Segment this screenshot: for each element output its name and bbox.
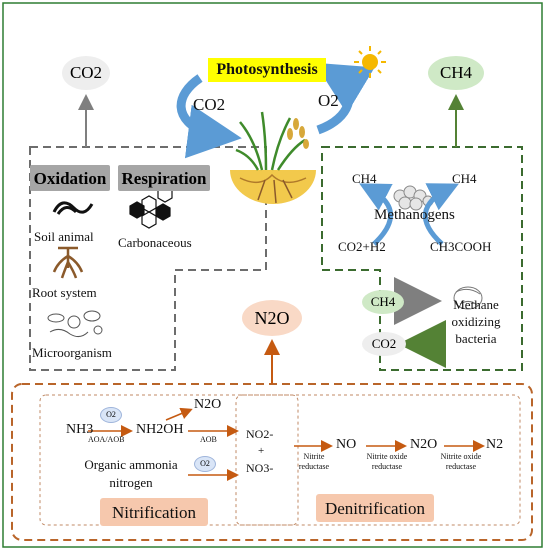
n2-label: N2	[486, 437, 504, 452]
nitrite-reductase-label: Nitrite reductase	[298, 452, 330, 471]
right-dashed-box	[321, 146, 523, 371]
cycle-arrow-right	[314, 62, 375, 135]
no-label: NO	[336, 437, 357, 452]
no2-label: NO2-	[246, 427, 274, 441]
soil-animal-icon	[52, 201, 94, 215]
n2o-small-label: N2O	[194, 397, 222, 412]
nitrification-label: Nitrification	[100, 498, 208, 526]
methane-oxidizing-bacteria-label: Methane oxidizing bacteria	[451, 297, 501, 346]
soil-animal-label: Soil animal	[34, 229, 94, 244]
root-system-label: Root system	[32, 285, 97, 300]
nitrite-oxide-reductase-2-label: Nitrite oxide reductase	[440, 452, 482, 471]
co2-top-chip: CO2	[62, 56, 110, 90]
respiration-title: Respiration	[118, 165, 210, 191]
n2o-den-label: N2O	[410, 437, 438, 452]
ch4-right-label: CH4	[452, 171, 477, 186]
methanogens-arrow-right	[423, 183, 459, 246]
co2-chip: CO2	[362, 332, 406, 356]
cycle-arrow-left	[176, 74, 242, 159]
no3-label: NO3-	[246, 461, 274, 475]
ch4-left-label: CH4	[352, 171, 377, 186]
o2-a-badge: O2	[100, 407, 122, 423]
ch3cooh-label: CH3COOH	[430, 239, 492, 254]
nitrite-oxide-reductase-1-label: Nitrite oxide reductase	[366, 452, 408, 471]
methanogens-label: Methanogens	[374, 207, 455, 223]
co2-h2-label: CO2+H2	[338, 239, 386, 254]
photosynthesis-label: Photosynthesis	[208, 58, 326, 82]
o2-b-badge: O2	[194, 456, 216, 472]
ch4-top-chip: CH4	[428, 56, 484, 90]
denitrification-label: Denitrification	[316, 494, 434, 522]
plus-label: +	[258, 445, 265, 457]
o2-cycle-label: O2	[318, 91, 339, 110]
microorganism-icon	[47, 310, 103, 338]
microorganism-label: Microorganism	[32, 345, 112, 360]
ch4-chip: CH4	[362, 290, 404, 314]
aob-label: AOB	[200, 435, 217, 444]
nh3-label: NH3	[66, 422, 94, 437]
rice-plant-icon	[230, 111, 316, 204]
methane-oxidizing-bacteria-icon	[453, 286, 483, 310]
nh2oh-label: NH2OH	[136, 422, 184, 437]
aoa-aob-label: AOA/AOB	[88, 435, 125, 444]
n2o-mid-chip: N2O	[242, 300, 302, 336]
oxidation-title: Oxidation	[30, 165, 110, 191]
root-system-icon	[52, 246, 84, 279]
organic-ammonia-nitrogen-label: Organic ammonia nitrogen	[84, 457, 178, 490]
methanogens-arrow-left	[359, 183, 393, 246]
sun-icon	[354, 46, 386, 78]
carbonaceous-icon	[129, 185, 173, 229]
co2-cycle-label: CO2	[193, 95, 226, 114]
arrow-nh2oh-to-n2o	[165, 407, 193, 421]
carbonaceous-label: Carbonaceous	[118, 235, 192, 250]
